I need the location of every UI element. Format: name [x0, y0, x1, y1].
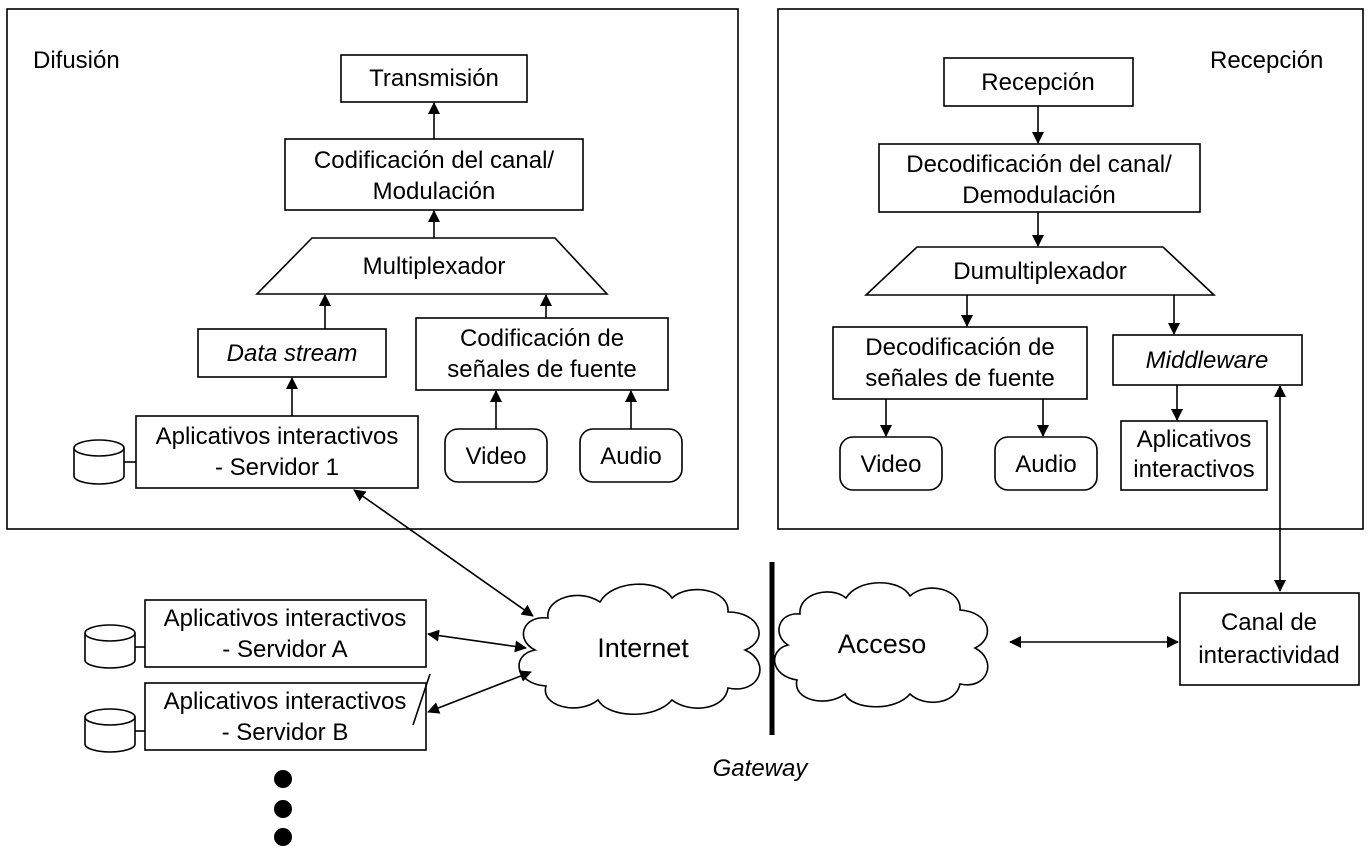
reception-audio-label: Audio: [1015, 451, 1076, 478]
access-label: Acceso: [838, 629, 927, 659]
reception-video-label: Video: [861, 451, 922, 478]
server-b-line2: - Servidor B: [222, 719, 349, 746]
app-server-1-line1: Aplicativos interactivos: [156, 423, 399, 450]
reception-apps-line1: Aplicativos: [1137, 426, 1252, 453]
server-b-line1: Aplicativos interactivos: [164, 688, 407, 715]
internet-label: Internet: [597, 633, 689, 663]
source-coding-line1: Codificación de: [460, 325, 624, 352]
reception-panel: [777, 8, 1364, 530]
reception-apps-box: [1120, 420, 1268, 491]
access-cloud: [773, 581, 989, 708]
app-server-1-box: [135, 415, 419, 489]
channel-decoding-line2: Demodulación: [962, 182, 1115, 209]
channel-decoding-line1: Decodificación del canal/: [906, 151, 1172, 178]
server-b-box: [144, 682, 427, 751]
interactivity-channel-box: [1179, 592, 1360, 686]
data-stream-box: [197, 328, 387, 378]
reception-title: Recepción: [1210, 47, 1323, 74]
data-stream-label: Data stream: [227, 340, 358, 367]
reception-audio-box: [994, 436, 1098, 491]
database-1-icon: [73, 439, 136, 485]
multiplexer-label: Multiplexador: [363, 253, 506, 280]
interactivity-channel-line2: interactividad: [1198, 642, 1339, 669]
demultiplexer-shape: [863, 246, 1217, 296]
server-b-slash: [412, 673, 431, 726]
interactivity-channel-line1: Canal de: [1221, 609, 1317, 636]
channel-coding-line1: Codificación del canal/: [314, 147, 554, 174]
reception-apps-line2: interactivos: [1133, 456, 1254, 483]
arrow-server1-internet: [353, 489, 534, 617]
server-a-line2: - Servidor A: [222, 636, 347, 663]
more-servers-dot-1: [274, 770, 292, 788]
app-server-1-line2: - Servidor 1: [215, 454, 339, 481]
channel-decoding-box: [878, 143, 1201, 213]
database-a-icon: [84, 624, 145, 669]
demultiplexer-label: Dumultiplexador: [953, 258, 1126, 285]
middleware-box: [1112, 334, 1303, 386]
middleware-label: Middleware: [1146, 347, 1269, 374]
more-servers-dot-3: [274, 828, 292, 846]
multiplexer-shape: [255, 237, 609, 295]
channel-coding-line2: Modulación: [373, 178, 496, 205]
source-decoding-line2: señales de fuente: [865, 365, 1054, 392]
source-decoding-box: [832, 326, 1088, 400]
broadcast-video-label: Video: [466, 443, 527, 470]
source-decoding-line1: Decodificación de: [865, 334, 1054, 361]
reception-video-box: [839, 436, 943, 491]
gateway-label: Gateway: [713, 755, 810, 782]
arrow-servera-internet: [427, 629, 527, 653]
reception-label: Recepción: [981, 69, 1094, 96]
transmission-label: Transmisión: [369, 65, 499, 92]
server-a-line1: Aplicativos interactivos: [164, 605, 407, 632]
channel-coding-box: [284, 138, 584, 211]
arrow-serverb-internet: [427, 670, 532, 714]
database-b-icon: [84, 708, 145, 753]
more-servers-dot-2: [274, 800, 292, 818]
broadcast-audio-label: Audio: [600, 443, 661, 470]
source-coding-box: [415, 317, 669, 391]
source-coding-line2: señales de fuente: [447, 356, 636, 383]
broadcast-title: Difusión: [33, 47, 120, 74]
